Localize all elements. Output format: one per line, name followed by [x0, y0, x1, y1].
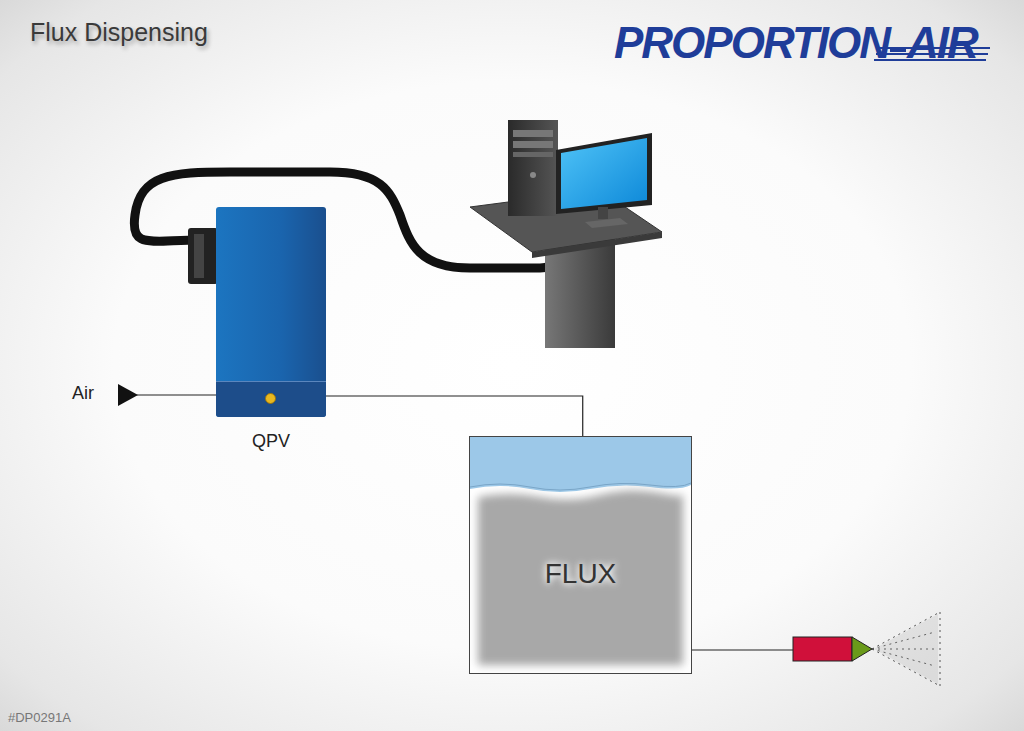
port-fitting	[265, 393, 276, 404]
tank-contents	[470, 437, 691, 673]
air-line	[136, 394, 216, 395]
valve-unit: QPV	[216, 207, 326, 417]
logo-dash	[890, 48, 906, 52]
fluid-label: FLUX	[470, 558, 691, 590]
inlet-label: Air	[72, 383, 94, 404]
drawing-number: #DP0291A	[8, 710, 71, 725]
nozzle	[793, 637, 852, 661]
spray	[872, 612, 940, 686]
logo-text: PROPORTION	[614, 18, 889, 68]
computer	[470, 120, 662, 348]
logo-text: AIR	[907, 18, 977, 68]
diagram-title: Flux Dispensing	[30, 18, 208, 47]
air-supply-line	[326, 396, 583, 436]
nozzle-tip	[852, 637, 872, 661]
air-inlet-arrow	[118, 384, 138, 406]
device-label: QPV	[216, 431, 326, 452]
flux-tank: FLUX	[469, 436, 692, 674]
outlet-line	[692, 649, 793, 650]
cable-connector	[188, 228, 218, 284]
